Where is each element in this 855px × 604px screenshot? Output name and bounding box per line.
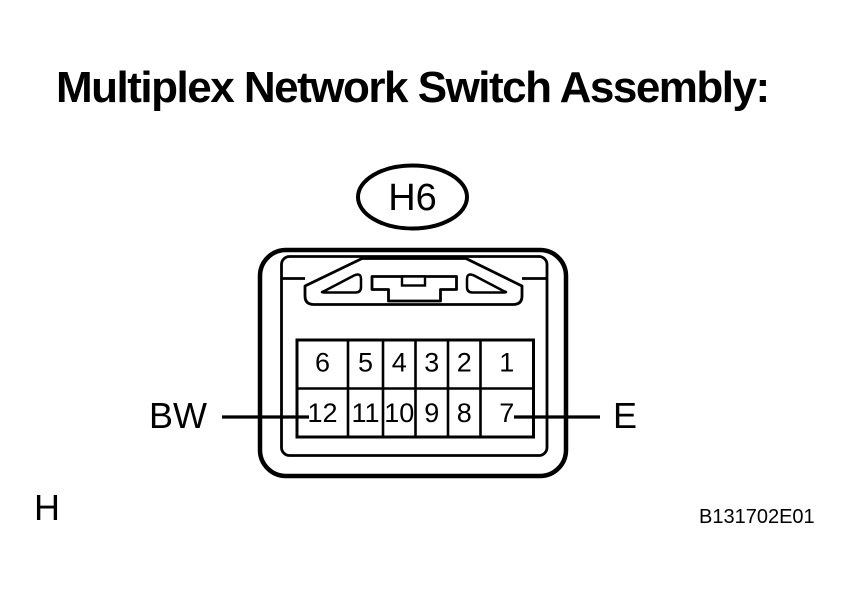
wire-label-e: E bbox=[613, 395, 638, 436]
latch-center-pocket bbox=[400, 275, 427, 287]
wire-label-bw: BW bbox=[149, 395, 207, 436]
pin-label-8: 8 bbox=[457, 398, 472, 428]
latch-right-cutout bbox=[465, 273, 508, 294]
pin-label-4: 4 bbox=[392, 348, 407, 378]
pin-label-6: 6 bbox=[315, 348, 330, 378]
pin-grid-column-dividers bbox=[346, 340, 482, 437]
figure-code: B131702E01 bbox=[699, 506, 815, 528]
pin-label-5: 5 bbox=[358, 348, 373, 378]
pin-label-9: 9 bbox=[424, 398, 439, 428]
connector-id-label: H6 bbox=[388, 177, 437, 219]
pin-label-11: 11 bbox=[351, 398, 379, 428]
pin-label-2: 2 bbox=[457, 348, 472, 378]
pin-label-3: 3 bbox=[424, 348, 439, 378]
latch-left-cutout bbox=[320, 273, 363, 294]
pin-label-10: 10 bbox=[384, 398, 414, 428]
page-title: Multiplex Network Switch Assembly: bbox=[56, 63, 770, 112]
pin-label-1: 1 bbox=[499, 348, 514, 378]
connector-id-ellipse bbox=[356, 163, 469, 231]
pin-label-12: 12 bbox=[307, 398, 337, 428]
latch-center-tab bbox=[370, 275, 458, 303]
page-ref: H bbox=[34, 487, 60, 528]
pin-label-7: 7 bbox=[499, 398, 514, 428]
